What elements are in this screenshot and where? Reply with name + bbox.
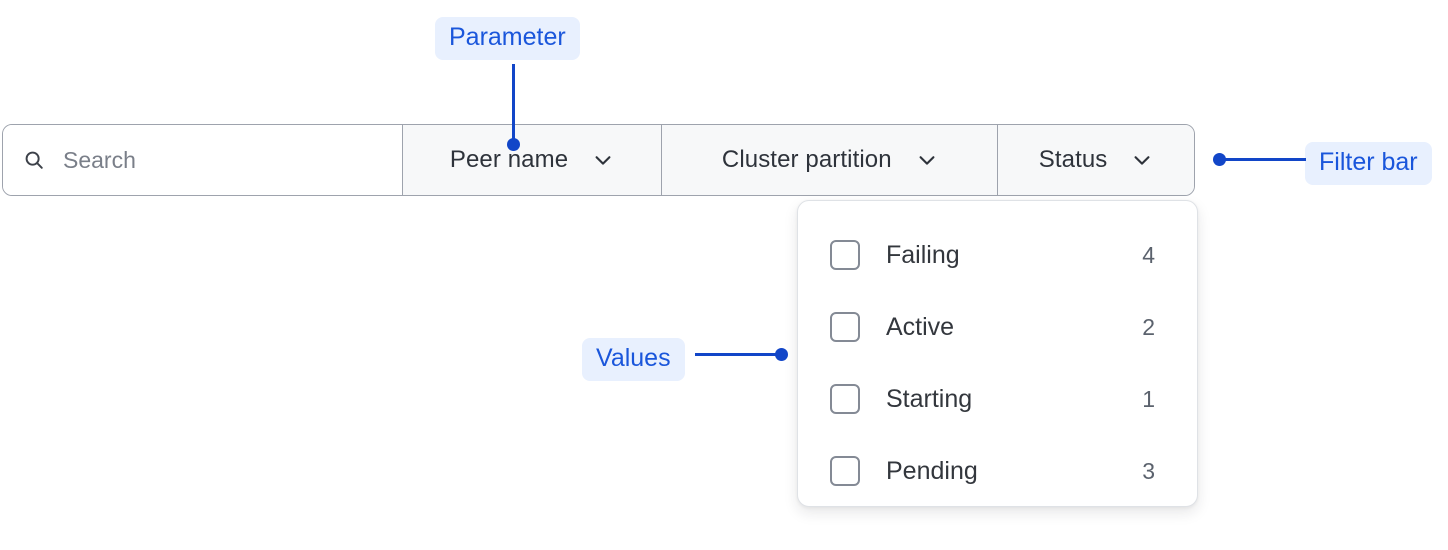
checkbox-starting[interactable]	[830, 384, 860, 414]
annotation-leader-filter-bar	[1224, 158, 1306, 161]
search-field[interactable]	[3, 125, 403, 195]
option-label: Starting	[886, 384, 973, 413]
checkbox-pending[interactable]	[830, 456, 860, 486]
option-label: Pending	[886, 456, 978, 485]
list-item[interactable]: Failing 4	[798, 219, 1197, 291]
option-count: 1	[1142, 385, 1155, 412]
option-label: Failing	[886, 240, 960, 269]
chevron-down-icon	[916, 149, 938, 171]
filter-label-cluster-partition: Cluster partition	[721, 146, 892, 173]
status-dropdown-panel: Failing 4 Active 2 Starting 1 Pending 3	[797, 200, 1198, 507]
checkbox-failing[interactable]	[830, 240, 860, 270]
option-count: 4	[1142, 241, 1155, 268]
annotation-dot-parameter	[507, 138, 520, 151]
option-count: 3	[1142, 457, 1155, 484]
annotation-leader-parameter	[512, 64, 515, 144]
annotation-filter-bar: Filter bar	[1305, 142, 1432, 185]
annotation-values: Values	[582, 338, 685, 381]
annotation-parameter: Parameter	[435, 17, 580, 60]
filter-bar: Peer name Cluster partition Status	[2, 124, 1195, 196]
checkbox-active[interactable]	[830, 312, 860, 342]
chevron-down-icon	[592, 149, 614, 171]
list-item[interactable]: Starting 1	[798, 363, 1197, 435]
option-label: Active	[886, 312, 955, 341]
search-input[interactable]	[63, 146, 363, 174]
filter-button-status[interactable]: Status	[998, 125, 1194, 195]
annotation-leader-values	[695, 353, 781, 356]
filter-button-peer-name[interactable]: Peer name	[402, 125, 663, 195]
list-item[interactable]: Pending 3	[798, 435, 1197, 507]
filter-label-status: Status	[1038, 146, 1108, 173]
filter-button-cluster-partition[interactable]: Cluster partition	[662, 125, 999, 195]
annotation-dot-filter-bar	[1213, 153, 1226, 166]
search-icon	[23, 149, 45, 171]
filter-label-peer-name: Peer name	[449, 146, 569, 173]
option-count: 2	[1142, 313, 1155, 340]
list-item[interactable]: Active 2	[798, 291, 1197, 363]
annotation-dot-values	[775, 348, 788, 361]
chevron-down-icon	[1131, 149, 1153, 171]
